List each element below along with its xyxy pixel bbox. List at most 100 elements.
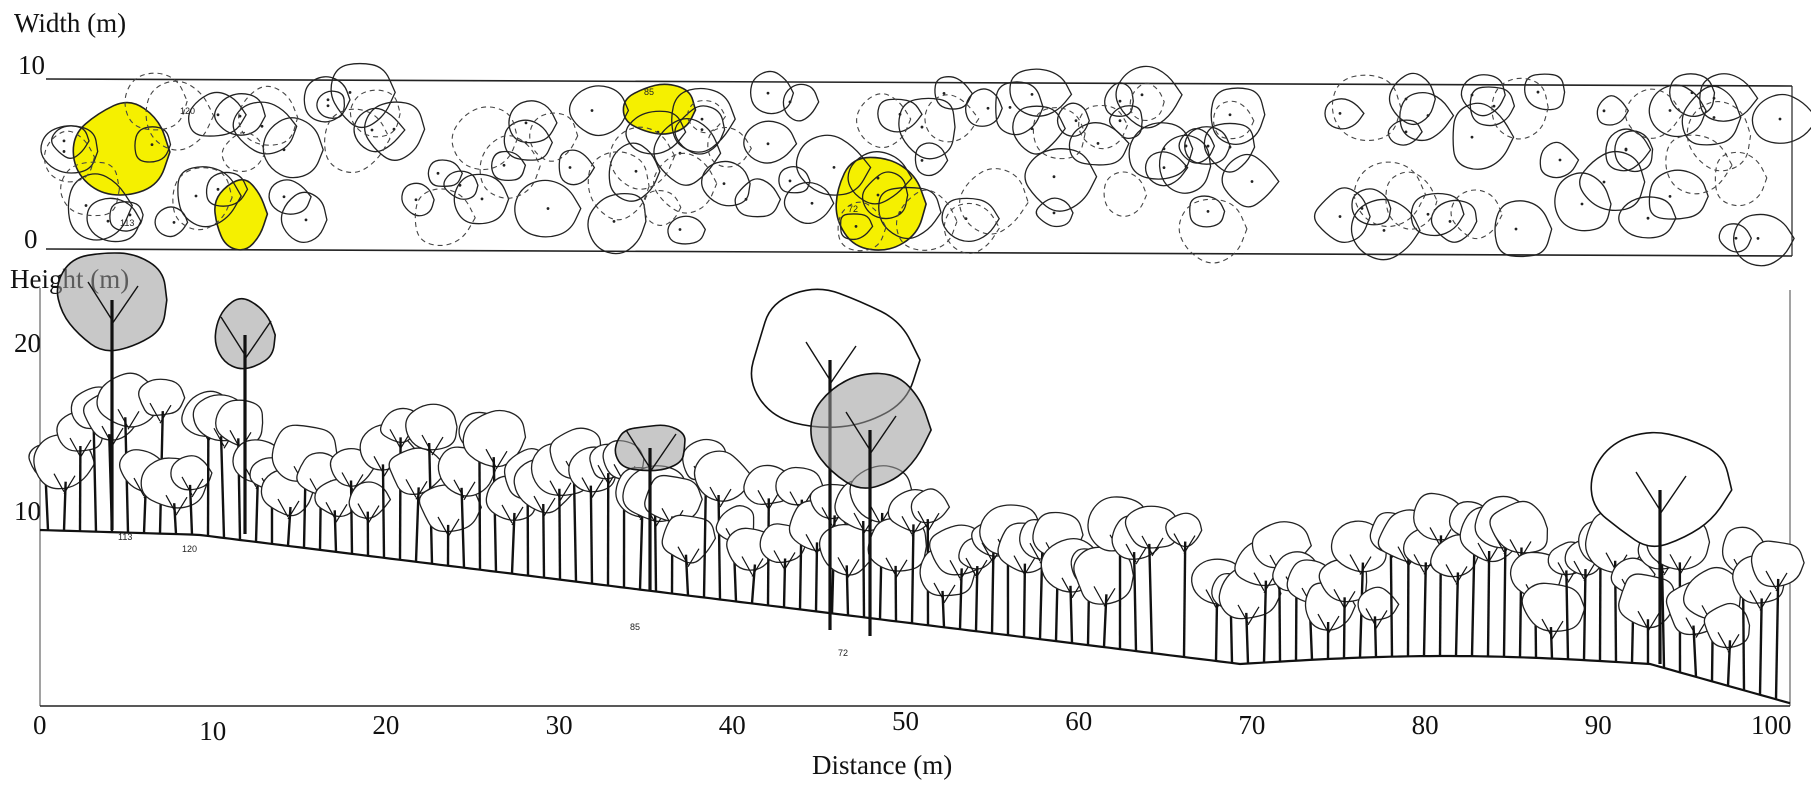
- emergent-tree-2: [214, 297, 277, 534]
- tree-107: [1750, 540, 1805, 700]
- stem-dot-124: [1536, 90, 1540, 94]
- crown-outline-8: [134, 126, 172, 163]
- plan-y-tick-10: 10: [18, 50, 45, 80]
- stem-dot-79: [986, 106, 990, 110]
- crown-outline-58: [734, 178, 782, 218]
- stem-dot-134: [1668, 195, 1672, 198]
- emergent-tree-6: [1590, 431, 1733, 664]
- crown-outline-38: [503, 119, 554, 161]
- x-tick-10: 10: [199, 716, 227, 746]
- crown-outline-10: [154, 206, 189, 238]
- crown-outline-7: [109, 201, 144, 232]
- crown-outline-51: [667, 215, 707, 245]
- crown-outline-135: [1669, 73, 1716, 118]
- stem-dot-122: [1514, 227, 1518, 231]
- stem-dot-135: [1690, 91, 1694, 95]
- tree-43: [693, 450, 754, 600]
- stem-dot-27: [370, 128, 374, 132]
- stem-dot-4: [84, 204, 88, 207]
- lower-crown-outlines: [43, 72, 1768, 264]
- emergent-trees: [56, 252, 1733, 664]
- stem-dot-36: [502, 163, 506, 167]
- stem-dot-82: [1030, 127, 1034, 131]
- plan-y-axis-label: Width (m): [14, 8, 127, 38]
- profile-axes: [39, 288, 1791, 707]
- stem-dot-46: [634, 169, 638, 173]
- lower-crown-outline-11: [145, 80, 215, 151]
- crown-outline-113: [1388, 72, 1436, 126]
- crown-outline-68: [861, 171, 909, 220]
- stem-dot-2: [62, 150, 66, 153]
- lower-crown-outline-55: [686, 99, 727, 134]
- crown-outline-29: [364, 101, 426, 161]
- lower-crown-outline-49: [643, 190, 682, 226]
- stem-dot-85: [1052, 211, 1056, 215]
- stem-dot-34: [480, 197, 484, 201]
- crown-outline-42: [558, 149, 596, 186]
- crown-outline-22: [280, 191, 328, 244]
- lower-crown-outline-32: [414, 188, 476, 247]
- lower-crown-outline-104: [1213, 100, 1255, 140]
- stem-dot-72: [920, 158, 924, 162]
- tree-41: [661, 514, 717, 596]
- stem-dot-31: [436, 171, 440, 175]
- tree-82: [1357, 586, 1400, 658]
- crown-outline-129: [1605, 128, 1652, 172]
- crown-outline-85: [1035, 197, 1074, 228]
- crown-outline-125: [1539, 141, 1580, 179]
- tree-8: [138, 378, 186, 534]
- profile-tree-number-1: 113: [118, 532, 132, 542]
- stem-dot-43: [590, 109, 594, 112]
- crown-outline-56: [701, 160, 751, 207]
- stem-dot-102: [1228, 145, 1232, 149]
- lower-crown-outline-141: [1714, 151, 1768, 207]
- crown-outline-70: [878, 186, 942, 240]
- stem-dot-73: [920, 125, 924, 129]
- crown-outline-67: [847, 151, 913, 205]
- crown-outline-31: [427, 159, 464, 187]
- x-axis-label: Distance (m): [812, 750, 953, 780]
- lower-crown-outline-47: [609, 126, 676, 190]
- lower-crown-outline-139: [1686, 101, 1752, 172]
- crown-outline-39: [508, 100, 558, 144]
- crown-outline-99: [1189, 195, 1226, 228]
- plan-y-tick-0: 0: [24, 224, 38, 254]
- tree-70: [1124, 505, 1181, 654]
- tree-21: [348, 481, 392, 556]
- crown-outline-102: [1203, 122, 1256, 173]
- crown-outline-34: [453, 173, 510, 225]
- lower-crown-outline-45: [587, 151, 650, 221]
- crown-outline-97: [1158, 134, 1212, 194]
- crown-outlines: [40, 62, 1811, 267]
- crown-outline-4: [67, 173, 134, 241]
- emergent-tree-3: [614, 424, 686, 590]
- stem-dot-6: [106, 219, 110, 223]
- stem-dot-53: [700, 117, 704, 121]
- crown-outline-50: [653, 117, 722, 186]
- lower-crown-outline-74: [895, 189, 958, 251]
- crown-outline-63: [783, 181, 835, 225]
- stem-dot-107: [1338, 111, 1342, 115]
- crown-outline-119: [1452, 102, 1515, 170]
- crown-outline-81: [995, 81, 1044, 136]
- tree-93: [1521, 582, 1586, 659]
- crown-outline-93: [1115, 65, 1183, 129]
- x-tick-30: 30: [545, 710, 573, 740]
- stem-dot-115: [1426, 114, 1430, 117]
- tree-67: [1073, 546, 1135, 648]
- stem-dot-142: [1756, 236, 1760, 240]
- crown-outline-60: [749, 70, 795, 115]
- lower-crown-outline-17: [221, 131, 267, 173]
- stem-dot-60: [766, 91, 770, 95]
- crown-outline-131: [1618, 196, 1677, 239]
- lower-crown-outline-109: [1331, 74, 1402, 142]
- stem-dot-30: [414, 198, 418, 202]
- stem-dot-7: [128, 213, 132, 217]
- stem-dot-91: [1118, 99, 1122, 103]
- crown-outline-72: [914, 142, 949, 177]
- stem-dot-62: [788, 100, 792, 104]
- tree-54: [867, 517, 928, 622]
- crown-outline-25: [330, 62, 396, 129]
- stem-dot-128: [1602, 109, 1606, 113]
